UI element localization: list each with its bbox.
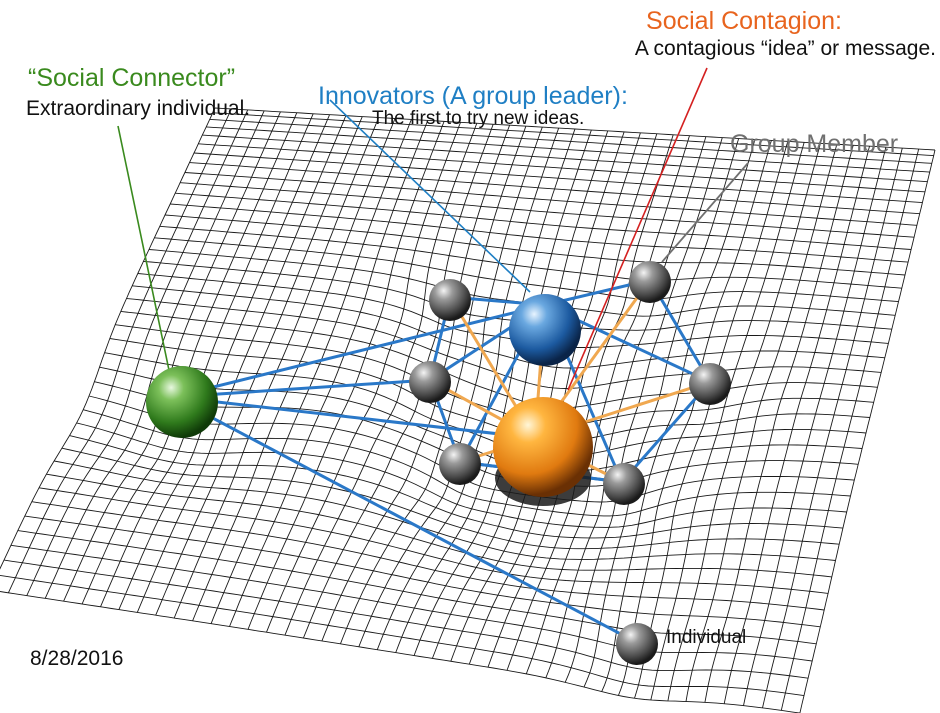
connector-desc: Extraordinary individual. (26, 97, 250, 120)
link-connector-individual (172, 395, 633, 642)
group-member-sphere (603, 463, 645, 505)
grid-line (61, 447, 840, 550)
connector-leader-line (117, 125, 171, 376)
grid-line (0, 107, 216, 570)
group-member-sphere (429, 279, 471, 321)
group-member-sphere (409, 361, 451, 403)
grid-line (214, 107, 936, 151)
group-member-label: Group Member (730, 130, 898, 158)
grid-line (76, 422, 847, 528)
grid-line (743, 146, 887, 706)
grid-line (212, 112, 934, 157)
grid-line (0, 591, 800, 713)
grid-line (120, 310, 878, 409)
labels: Social Contagion: A contagious “idea” or… (26, 7, 936, 670)
grid-line (0, 574, 805, 697)
grid-line (193, 152, 923, 204)
grid-line (31, 501, 825, 611)
spacetime-grid (0, 107, 936, 713)
grid-line (10, 544, 813, 662)
grid-line (159, 225, 902, 289)
grid-line (83, 409, 851, 517)
grid-line (38, 487, 829, 594)
link-connector-contagion (172, 395, 536, 440)
network-nodes (146, 261, 731, 665)
grid-line (136, 115, 347, 613)
individual-label: Individual (666, 627, 746, 648)
grid-line (206, 126, 930, 173)
grid-line (173, 117, 380, 619)
innovators-desc: The first to try new ideas. (372, 108, 584, 129)
grid-line (115, 324, 874, 426)
innovators-leader-line (329, 99, 531, 293)
group-member-leader-line (661, 162, 749, 263)
innovators-title: Innovators (A group leader): (318, 82, 628, 110)
grid-line (685, 144, 838, 702)
social-contagion-desc: A contagious “idea” or message. (635, 37, 936, 60)
grid-line (189, 162, 920, 215)
group-member-sphere (629, 261, 671, 303)
group-member-sphere (439, 443, 481, 485)
group-member-sphere (689, 363, 731, 405)
grid-line (99, 366, 863, 472)
callout-lines (117, 67, 749, 391)
social-connector-sphere (146, 366, 218, 438)
grid-line (154, 237, 899, 303)
grid-line (24, 515, 821, 628)
social-contagion-title: Social Contagion: (646, 7, 842, 35)
individual-sphere (616, 623, 658, 665)
grid-line (704, 145, 854, 703)
grid-line (202, 134, 928, 183)
link-connector-innovator (172, 303, 546, 399)
grid-line (126, 298, 882, 389)
grid-line (762, 147, 903, 709)
grid-line (583, 138, 740, 688)
grid-line (184, 172, 917, 226)
connector-title: “Social Connector” (28, 64, 235, 92)
grid-line (210, 119, 412, 624)
grid-line (54, 460, 836, 561)
date-label: 8/28/2016 (30, 647, 123, 670)
grid-line (81, 112, 298, 605)
grid-line (3, 559, 809, 679)
grid-line (170, 203, 909, 263)
grid-line (118, 114, 330, 610)
grid-line (46, 473, 832, 578)
grid-line (667, 143, 821, 701)
innovator-sphere (509, 294, 581, 366)
grid-line (164, 214, 906, 276)
grid-line (69, 435, 843, 539)
grid-line (209, 118, 932, 164)
grid-line (132, 285, 885, 369)
social-contagion-sphere (493, 397, 593, 497)
grid-line (175, 192, 912, 250)
grid-line (180, 182, 915, 238)
grid-line (358, 126, 543, 647)
grid-line (17, 530, 817, 645)
grid-line (799, 149, 936, 713)
grid-line (198, 143, 926, 193)
contagion-leader-line (567, 67, 708, 391)
